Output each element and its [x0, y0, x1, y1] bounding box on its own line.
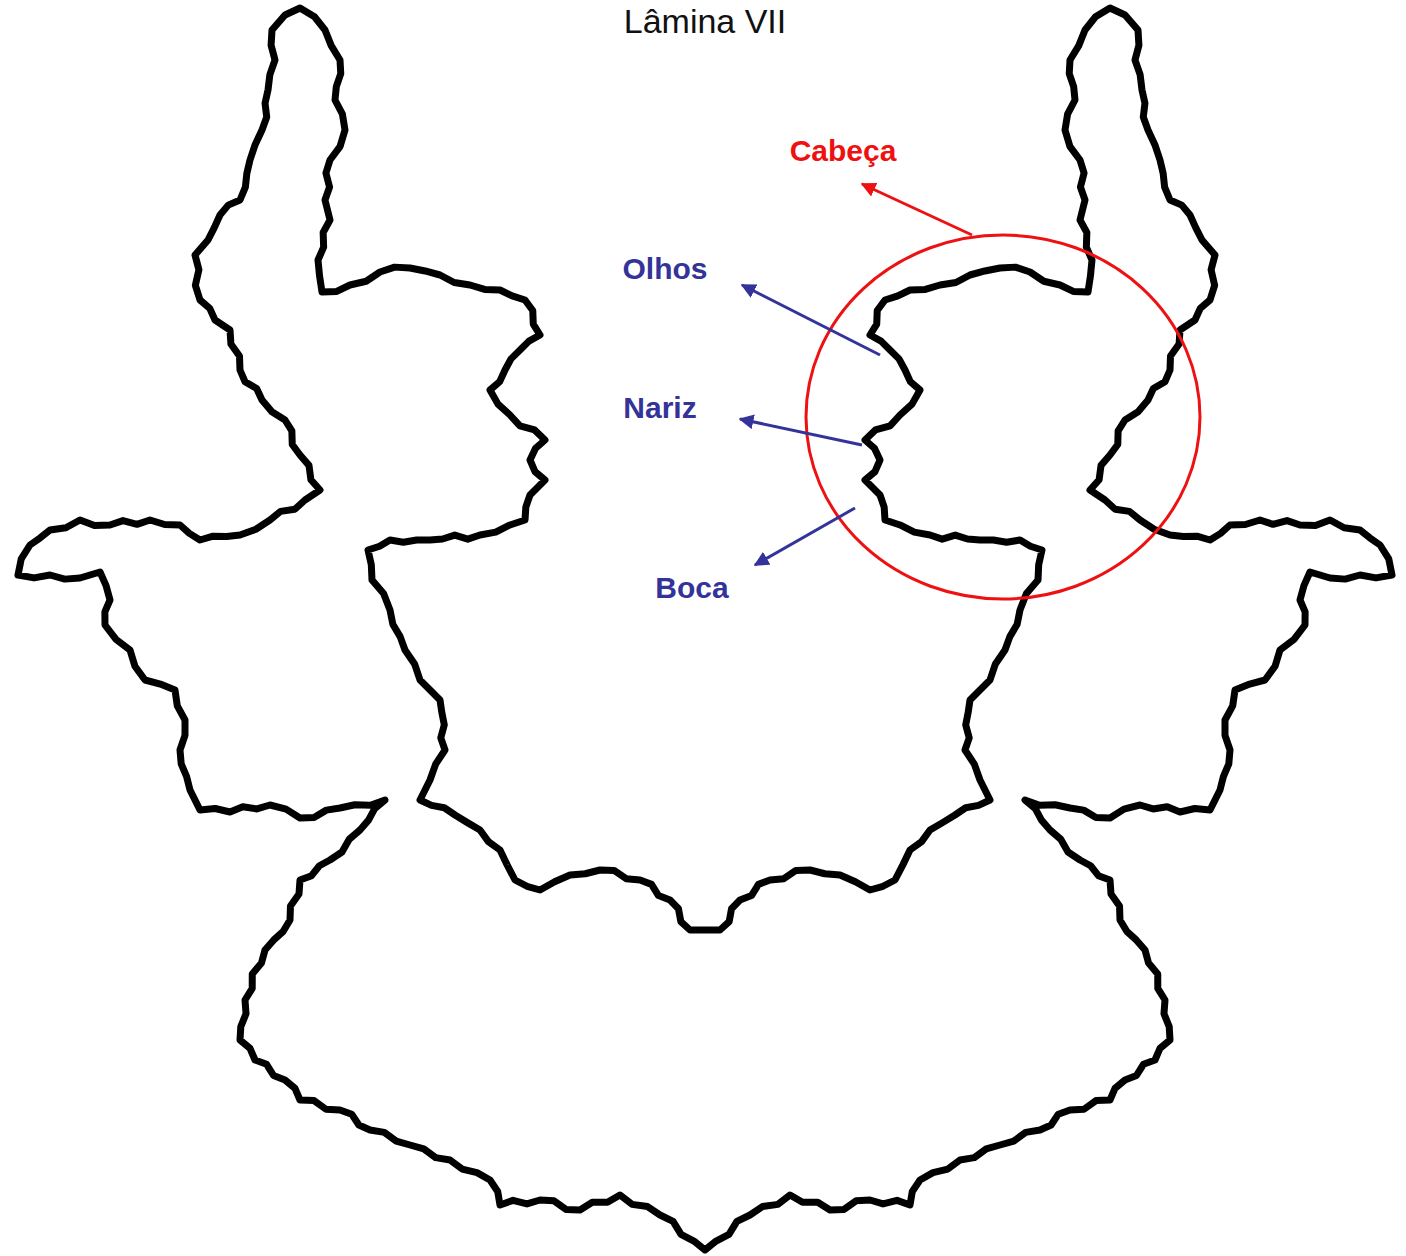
part-label: Olhos [622, 252, 707, 285]
leader-arrow [862, 184, 972, 235]
inkblot-outline [18, 8, 1392, 1250]
part-label: Cabeça [790, 134, 897, 167]
leader-arrow [755, 508, 855, 565]
part-label: Nariz [623, 391, 696, 424]
part-label: Boca [655, 571, 728, 604]
leader-arrow [742, 285, 880, 355]
head-circle [806, 235, 1200, 599]
leader-arrow [740, 419, 862, 445]
plate-title: Lâmina VII [624, 3, 787, 40]
